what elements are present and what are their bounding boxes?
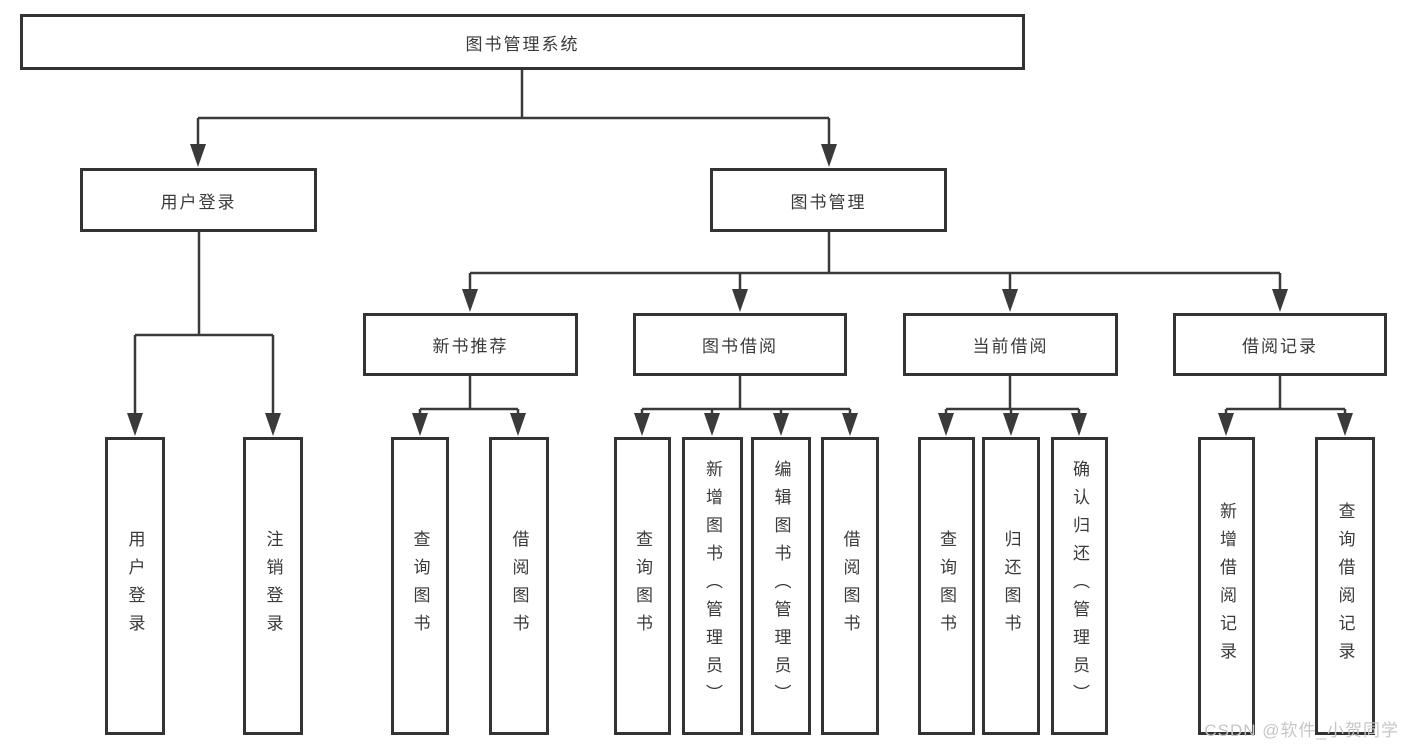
node-label: 图书管理系统 bbox=[465, 34, 580, 54]
node-user-login-branch: 用户登录 bbox=[80, 168, 317, 232]
node-label: 当前借阅 bbox=[972, 337, 1049, 356]
node-label: 归还图书 bbox=[1001, 530, 1021, 642]
node-label: 新增图书（管理员） bbox=[703, 460, 722, 712]
leaf-add-borrow-record: 新增借阅记录 bbox=[1198, 437, 1255, 735]
node-label: 查询借阅记录 bbox=[1335, 502, 1355, 670]
node-new-book-recommendation: 新书推荐 bbox=[363, 313, 578, 376]
leaf-query-books-borrowing: 查询图书 bbox=[614, 437, 671, 735]
leaf-return-books: 归还图书 bbox=[982, 437, 1040, 735]
leaf-edit-books-admin: 编辑图书（管理员） bbox=[751, 437, 811, 735]
node-label: 查询图书 bbox=[937, 530, 956, 642]
node-label: 图书借阅 bbox=[702, 337, 778, 356]
node-label: 查询图书 bbox=[410, 530, 430, 642]
node-label: 查询图书 bbox=[633, 530, 652, 642]
node-label: 注销登录 bbox=[263, 530, 283, 642]
node-label: 新书推荐 bbox=[432, 337, 509, 356]
leaf-add-books-admin: 新增图书（管理员） bbox=[682, 437, 743, 735]
node-book-borrowing: 图书借阅 bbox=[633, 313, 847, 376]
leaf-query-borrow-record: 查询借阅记录 bbox=[1315, 437, 1375, 735]
node-book-management-branch: 图书管理 bbox=[710, 168, 947, 232]
node-current-borrowing: 当前借阅 bbox=[903, 313, 1118, 376]
node-label: 用户登录 bbox=[160, 192, 237, 212]
leaf-confirm-return-admin: 确认归还（管理员） bbox=[1051, 437, 1108, 735]
leaf-user-login: 用户登录 bbox=[105, 437, 165, 735]
leaf-query-books-recommend: 查询图书 bbox=[391, 437, 449, 735]
node-label: 编辑图书（管理员） bbox=[771, 460, 791, 712]
node-label: 借阅图书 bbox=[840, 530, 860, 642]
node-library-management-system: 图书管理系统 bbox=[20, 14, 1025, 70]
node-label: 借阅图书 bbox=[509, 530, 529, 642]
leaf-borrow-books: 借阅图书 bbox=[821, 437, 879, 735]
node-borrowing-records: 借阅记录 bbox=[1173, 313, 1387, 376]
leaf-query-books-current: 查询图书 bbox=[918, 437, 975, 735]
node-label: 新增借阅记录 bbox=[1217, 502, 1236, 670]
csdn-watermark: CSDN @软件_小贺同学 bbox=[1204, 721, 1399, 740]
leaf-logout: 注销登录 bbox=[243, 437, 303, 735]
node-label: 借阅记录 bbox=[1242, 337, 1318, 356]
node-label: 确认归还（管理员） bbox=[1070, 460, 1089, 712]
leaf-borrow-books-recommend: 借阅图书 bbox=[489, 437, 549, 735]
node-label: 用户登录 bbox=[125, 530, 145, 642]
node-label: 图书管理 bbox=[790, 192, 867, 212]
